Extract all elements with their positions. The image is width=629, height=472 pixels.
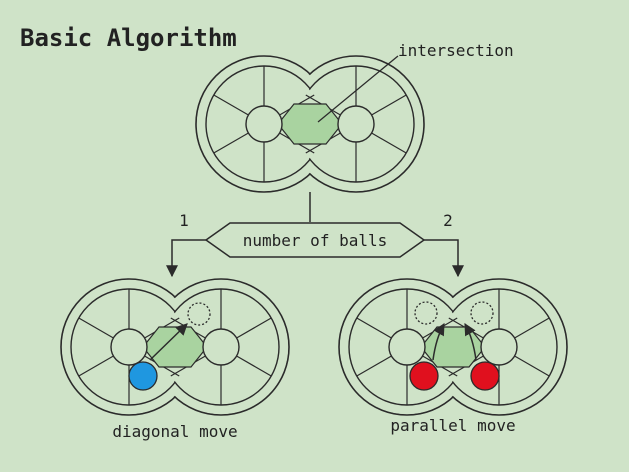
left-spoke	[78, 355, 114, 377]
top-spoke	[371, 94, 407, 116]
diagram-title: Basic Algorithm	[20, 24, 237, 52]
left-branch-arrow	[166, 239, 206, 278]
target-ghost-ball-right	[470, 301, 494, 325]
right-branch-arrow	[424, 239, 464, 278]
intersection-label: intersection	[398, 41, 514, 60]
track-parallel	[338, 278, 568, 416]
top-spoke	[371, 132, 407, 154]
red-ball-left	[409, 361, 439, 391]
left-branch-label: 1	[179, 211, 189, 230]
left-hub-left	[110, 328, 148, 366]
right-hub-left	[388, 328, 426, 366]
diagonal-move-label: diagonal move	[112, 422, 237, 441]
left-spoke	[78, 317, 114, 339]
right-branch-label: 2	[443, 211, 453, 230]
left-spoke	[236, 317, 272, 339]
top-hub-left	[245, 105, 283, 143]
right-spoke	[356, 355, 392, 377]
parallel-arrow-left	[432, 322, 445, 361]
top-hub-right	[337, 105, 375, 143]
red-ball-right	[470, 361, 500, 391]
right-spoke	[356, 317, 392, 339]
right-hub-right	[480, 328, 518, 366]
top-spoke	[213, 94, 249, 116]
target-ghost-ball-left	[414, 301, 438, 325]
blue-ball	[128, 361, 158, 391]
right-spoke	[514, 355, 550, 377]
track-diagonal	[60, 278, 290, 416]
right-spoke	[514, 317, 550, 339]
top-spoke	[213, 132, 249, 154]
intersection-pointer-line	[317, 55, 399, 123]
left-spoke	[236, 355, 272, 377]
target-ghost-ball	[187, 302, 211, 326]
parallel-move-label: parallel move	[390, 416, 515, 435]
decision-label: number of balls	[243, 231, 388, 250]
track-top	[195, 55, 425, 193]
diagonal-arrow	[149, 323, 188, 361]
parallel-arrow-right	[464, 322, 477, 361]
left-hub-right	[202, 328, 240, 366]
